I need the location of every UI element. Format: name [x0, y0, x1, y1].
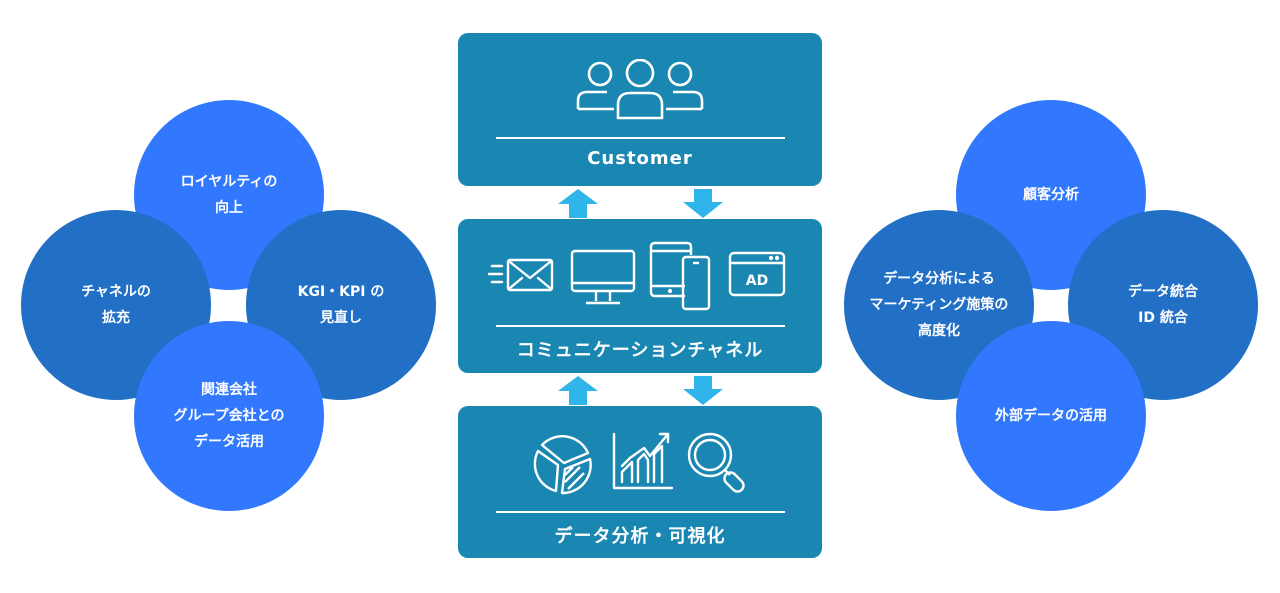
circle-label: データ分析による マーケティング施策の 高度化 [869, 271, 1009, 339]
circle-label: KGI・KPI の 見直し [297, 284, 385, 326]
desktop-icon [570, 249, 636, 305]
analysis-label: データ分析・可視化 [554, 526, 726, 547]
circle-external-data: 外部データの活用 [956, 321, 1146, 511]
magnifier-icon [687, 432, 745, 493]
channel-box: AD コミュニケーションチャネル [458, 219, 822, 373]
customer-box: Customer [458, 33, 822, 186]
arrow-up-icon[interactable] [558, 376, 598, 405]
circle-label: チャネルの 拡充 [81, 284, 151, 326]
divider [496, 511, 785, 513]
users-icon [576, 59, 704, 120]
circle-label: ロイヤルティの 向上 [180, 174, 278, 216]
divider [496, 325, 785, 327]
circle-label: 関連会社 グループ会社との データ活用 [173, 382, 285, 450]
arrow-down-icon[interactable] [683, 376, 723, 405]
pie-chart-icon [533, 435, 592, 495]
email-icon [488, 258, 554, 292]
arrow-down-icon[interactable] [683, 189, 723, 218]
ad-text: AD [746, 273, 768, 289]
analysis-box: データ分析・可視化 [458, 406, 822, 558]
arrow-up-icon[interactable] [558, 189, 598, 218]
circle-label: 外部データの活用 [995, 408, 1107, 424]
circle-label: 顧客分析 [1023, 187, 1079, 203]
ad-icon: AD [728, 251, 786, 297]
divider [496, 137, 785, 139]
growth-chart-icon [612, 432, 674, 490]
customer-label: Customer [587, 148, 693, 169]
channel-label: コミュニケーションチャネル [516, 340, 764, 361]
circle-label: データ統合 ID 統合 [1128, 284, 1198, 326]
devices-icon [649, 241, 711, 311]
circle-affiliate-data: 関連会社 グループ会社との データ活用 [134, 321, 324, 511]
